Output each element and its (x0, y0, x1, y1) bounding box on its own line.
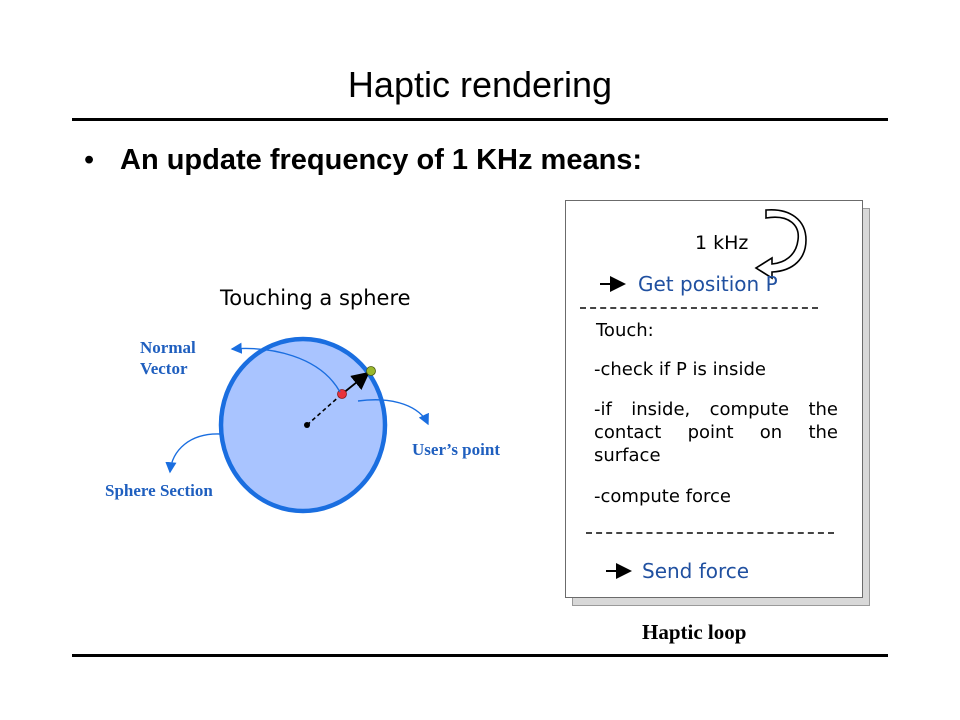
normal-vector-pointer-arrow (230, 342, 341, 393)
loop-divider-top (580, 307, 818, 309)
slide-title: Haptic rendering (347, 64, 613, 105)
normal-vector-arrow (341, 371, 370, 395)
users-point-pointer-arrow (357, 399, 429, 426)
send-force-label: Send force (642, 559, 750, 583)
normal-vector-label-line2: Vector (140, 359, 188, 378)
radius-dashed-line (306, 393, 343, 426)
loop-cycle-icon (754, 209, 807, 280)
footer-divider (72, 654, 888, 657)
sphere-center-point (304, 422, 310, 428)
bullet-text: An update frequency of 1 KHz means: (120, 144, 643, 176)
normal-vector-label-line1: Normal (140, 338, 196, 357)
touch-heading: Touch: (596, 320, 654, 341)
haptic-loop-card (565, 200, 863, 598)
sphere-diagram-title: Touching a sphere (220, 286, 411, 310)
step-check-inside: -check if P is inside (594, 359, 766, 380)
loop-divider-bottom (586, 532, 834, 534)
users-point-label: User’s point (412, 440, 500, 459)
sphere-section-pointer-arrow (165, 433, 221, 474)
bullet-item: • An update frequency of 1 KHz means: (84, 144, 642, 177)
sphere-section-label: Sphere Section (105, 481, 213, 500)
haptic-loop-caption: Haptic loop (642, 620, 747, 644)
sphere-circle (218, 336, 388, 514)
bullet-dot-icon: • (84, 144, 95, 176)
contact-point-marker (366, 366, 376, 376)
step-compute-force: -compute force (594, 486, 731, 507)
get-position-label: Get position P (638, 272, 778, 296)
normal-vector-label: Normal Vector (140, 337, 196, 379)
loop-frequency-label: 1 kHz (695, 232, 749, 254)
title-divider (72, 118, 888, 121)
step-compute-contact: -if inside, compute the contact point on… (594, 399, 838, 466)
